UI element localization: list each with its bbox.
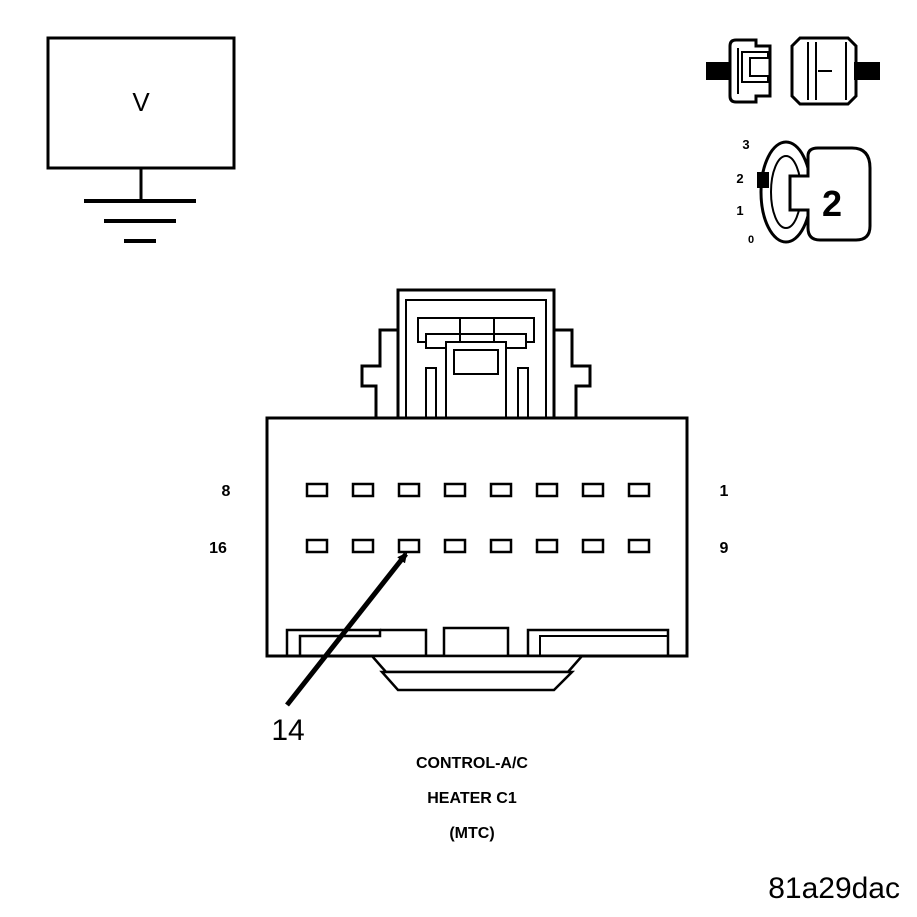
pin-pointer-arrow (285, 552, 408, 707)
connector-face-icon: 8 1 16 9 (209, 288, 729, 692)
row2-left-pin-label: 16 (209, 540, 227, 557)
cavity-12 (489, 538, 513, 554)
cavity-3 (535, 482, 559, 498)
cavity-9 (627, 538, 651, 554)
cavity-8 (305, 482, 329, 498)
ignition-position-label: 2 (736, 171, 743, 186)
voltmeter-icon: V (46, 36, 236, 243)
pin-pointer-label: 14 (271, 714, 304, 747)
cavity-4 (489, 482, 513, 498)
connector-name-line2: HEATER C1 (427, 790, 517, 807)
cavity-16 (305, 538, 329, 554)
connector-name-line3: (MTC) (449, 825, 494, 842)
cavity-7 (351, 482, 375, 498)
cavity-11 (535, 538, 559, 554)
cavity-14 (397, 538, 421, 554)
row1-left-pin-label: 8 (222, 483, 231, 500)
ignition-position-label: 0 (748, 234, 754, 246)
cavity-6 (397, 482, 421, 498)
ground-symbol-icon (84, 199, 196, 243)
ignition-selected-position: 2 (822, 183, 842, 224)
cavity-5 (443, 482, 467, 498)
cavity-2 (581, 482, 605, 498)
cavity-10 (581, 538, 605, 554)
ignition-position-label: 3 (742, 137, 749, 152)
cavity-13 (443, 538, 467, 554)
ignition-position-label: 1 (736, 203, 743, 218)
connector-unplugged-icon (706, 36, 880, 106)
voltmeter-label: V (132, 87, 150, 117)
row2-right-pin-label: 9 (720, 540, 729, 557)
cavity-1 (627, 482, 651, 498)
cavity-15 (351, 538, 375, 554)
connector-name-line1: CONTROL-A/C (416, 755, 528, 772)
figure-id: 81a29dac (768, 872, 900, 905)
ignition-key-icon: 2 3 2 1 0 (736, 137, 872, 246)
connector-cavities (305, 482, 651, 554)
row1-right-pin-label: 1 (720, 483, 729, 500)
